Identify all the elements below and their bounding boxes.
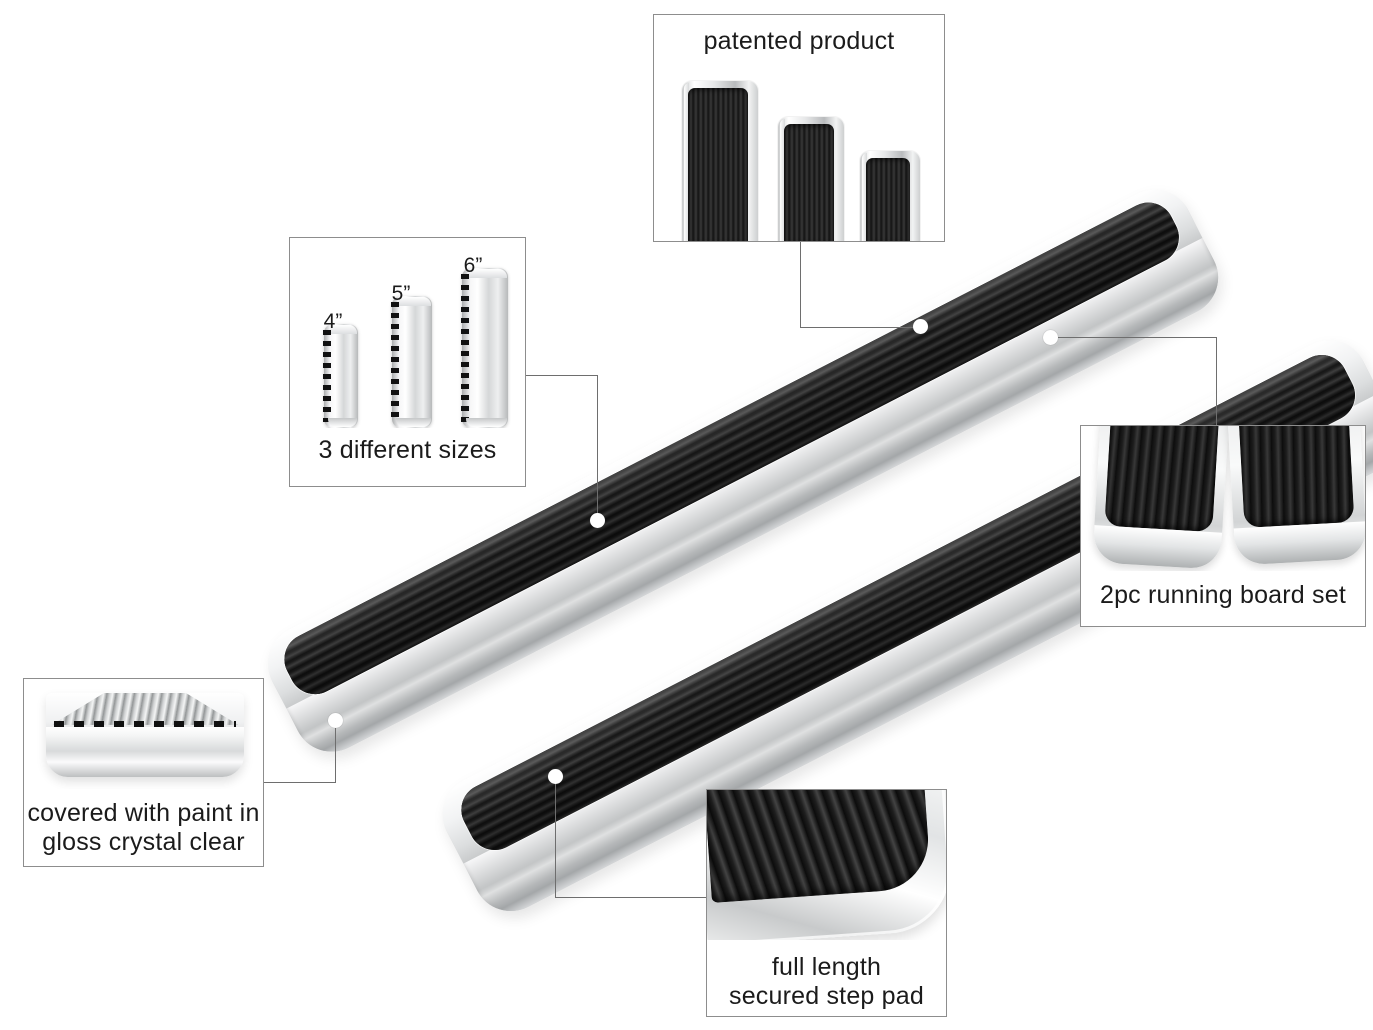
panel-two-piece-set[interactable]: 2pc running board set: [1080, 425, 1366, 627]
twin-board-right: [1226, 426, 1365, 566]
panel-patented-caption: patented product: [703, 27, 895, 55]
leader-sizes-vertical: [597, 375, 598, 521]
panel-gloss-caption: covered with paint in gloss crystal clea…: [27, 799, 260, 856]
callout-dot-sizes: [590, 513, 605, 528]
size-chip-5in-teeth: [391, 302, 399, 422]
step-block-small-pad: [866, 158, 910, 241]
step-block-small-highlight: [862, 153, 867, 241]
panel-patented-art: [672, 75, 926, 241]
callout-dot-twopiece: [1043, 330, 1058, 345]
endcap-gloss-sample: [46, 693, 244, 777]
panel-twopiece-caption: 2pc running board set: [1099, 581, 1347, 609]
corner-board-sample: [707, 790, 946, 940]
leader-twopiece-horizontal: [1058, 337, 1216, 338]
size-label-5in: 5”: [391, 282, 411, 305]
leader-patented-vertical: [800, 242, 801, 328]
step-block-medium-pad: [784, 124, 834, 241]
panel-gloss-paint[interactable]: covered with paint in gloss crystal clea…: [23, 678, 264, 867]
panel-steppad-art: [707, 790, 946, 940]
panel-gloss-art: [24, 679, 263, 789]
twin-board-right-pad: [1236, 426, 1355, 529]
size-chip-5in-base: [396, 418, 431, 427]
step-block-large-highlight: [684, 83, 689, 241]
size-chip-6in-teeth: [461, 274, 469, 422]
size-chip-4in-base: [328, 418, 357, 427]
panel-twopiece-art: [1081, 426, 1365, 571]
step-block-small: [860, 151, 920, 241]
leader-patented-horizontal: [800, 327, 922, 328]
size-label-6in: 6”: [463, 254, 483, 277]
callout-dot-patented: [913, 319, 928, 334]
callout-dot-gloss: [328, 713, 343, 728]
size-chip-6in-cap: [466, 269, 507, 278]
leader-steppad-vertical: [555, 777, 556, 897]
panel-three-sizes[interactable]: 4” 5” 6” 3 different sizes: [289, 237, 526, 487]
twin-board-left: [1092, 426, 1230, 570]
size-chip-6in: [461, 268, 508, 428]
leader-twopiece-vertical: [1216, 337, 1217, 425]
panel-steppad-caption: full length secured step pad: [729, 953, 924, 1010]
panel-sizes-caption: 3 different sizes: [318, 436, 497, 464]
step-block-large-pad: [688, 88, 748, 241]
size-chip-4in-cap: [328, 325, 357, 334]
corner-board-rim: [707, 790, 946, 940]
panel-step-pad[interactable]: full length secured step pad: [706, 789, 947, 1017]
callout-dot-steppad: [548, 769, 563, 784]
step-block-medium-highlight: [780, 119, 785, 241]
size-chip-5in: [391, 296, 432, 428]
endcap-teeth: [53, 720, 237, 729]
leader-sizes-horizontal: [526, 375, 598, 376]
twin-board-right-nose: [1233, 521, 1365, 566]
size-chip-4in-teeth: [323, 330, 331, 422]
twin-board-left-nose: [1092, 525, 1223, 570]
size-label-4in: 4”: [323, 310, 343, 333]
leader-gloss-horizontal: [264, 782, 336, 783]
panel-sizes-art: [304, 258, 511, 428]
step-block-large: [682, 81, 758, 241]
size-chip-6in-base: [466, 418, 507, 427]
step-block-medium: [778, 117, 844, 241]
size-chip-5in-cap: [396, 297, 431, 306]
endcap-body: [46, 726, 244, 777]
size-chip-4in: [323, 324, 358, 428]
panel-patented-product[interactable]: patented product: [653, 14, 945, 242]
leader-gloss-vertical: [335, 722, 336, 782]
twin-board-left-pad: [1104, 426, 1221, 533]
leader-steppad-horizontal: [555, 897, 707, 898]
